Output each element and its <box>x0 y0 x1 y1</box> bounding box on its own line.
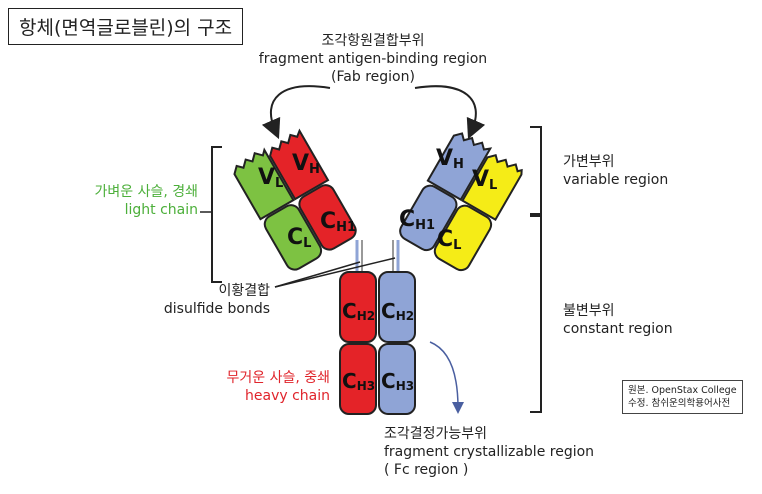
variable-label: 가변부위 variable region <box>563 153 668 189</box>
light-chain-label: 가벼운 사슬, 경쇄 light chain <box>60 183 198 219</box>
fab-label-sub: (Fab region) <box>331 69 415 85</box>
left-arm <box>233 128 357 271</box>
fab-label-en: fragment antigen-binding region <box>258 51 488 67</box>
vh-left-domain <box>269 128 330 201</box>
credit-box: 원본. OpenStax College 수정. 참쉬운의학용어사전 <box>622 380 743 414</box>
heavy-chain-label: 무거운 사슬, 중쇄 heavy chain <box>180 369 330 405</box>
ch3-right-domain <box>378 343 416 415</box>
constant-label-en: constant region <box>563 321 673 337</box>
vh-left-label: VH <box>292 151 320 177</box>
vl-right-domain <box>461 153 523 222</box>
disulfide-label-ko: 이황결합 <box>218 283 270 299</box>
diagram-title: 항체(면역글로블린)의 구조 <box>8 8 244 45</box>
fab-arrow-left <box>261 85 331 140</box>
constant-label-ko: 불변부위 <box>563 303 615 319</box>
ch1-left-domain <box>298 184 357 251</box>
credit-line1: 원본. OpenStax College <box>628 385 737 396</box>
fab-label-ko: 조각항원결합부위 <box>321 33 425 49</box>
ch1-right-domain <box>399 184 458 252</box>
vh-right-domain <box>426 132 493 202</box>
disulfide-label-en: disulfide bonds <box>163 301 270 317</box>
vl-left-domain <box>233 147 295 221</box>
ch2-left-domain <box>339 271 377 343</box>
fab-label: 조각항원결합부위 fragment antigen-binding region… <box>238 32 508 86</box>
fc-label: 조각결정가능부위 fragment crystallizable region … <box>384 425 594 479</box>
ch2-right-domain <box>378 271 416 343</box>
cl-right-domain <box>433 204 493 272</box>
disulfide-label: 이황결합 disulfide bonds <box>130 282 270 318</box>
heavy-chain-label-en: heavy chain <box>245 388 330 404</box>
constant-bracket <box>530 215 542 413</box>
fab-arrow-right <box>414 85 486 140</box>
fc-label-en: fragment crystallizable region <box>384 444 595 460</box>
variable-label-en: variable region <box>563 172 669 188</box>
constant-label: 불변부위 constant region <box>563 302 673 338</box>
disulfide-pointer <box>274 257 396 288</box>
fc-label-sub: ( Fc region ) <box>384 462 469 478</box>
light-chain-label-en: light chain <box>124 202 198 218</box>
fc-arrow <box>429 341 464 414</box>
ch3-left-domain <box>339 343 377 415</box>
credit-line2: 수정. 참쉬운의학용어사전 <box>628 398 731 409</box>
heavy-chain-label-ko: 무거운 사슬, 중쇄 <box>226 370 330 386</box>
fc-label-ko: 조각결정가능부위 <box>384 426 488 442</box>
light-chain-label-ko: 가벼운 사슬, 경쇄 <box>94 184 198 200</box>
variable-label-ko: 가변부위 <box>563 154 615 170</box>
variable-bracket <box>530 126 542 215</box>
cl-left-domain <box>263 204 323 271</box>
light-chain-bracket <box>211 146 222 283</box>
right-arm <box>399 132 523 272</box>
